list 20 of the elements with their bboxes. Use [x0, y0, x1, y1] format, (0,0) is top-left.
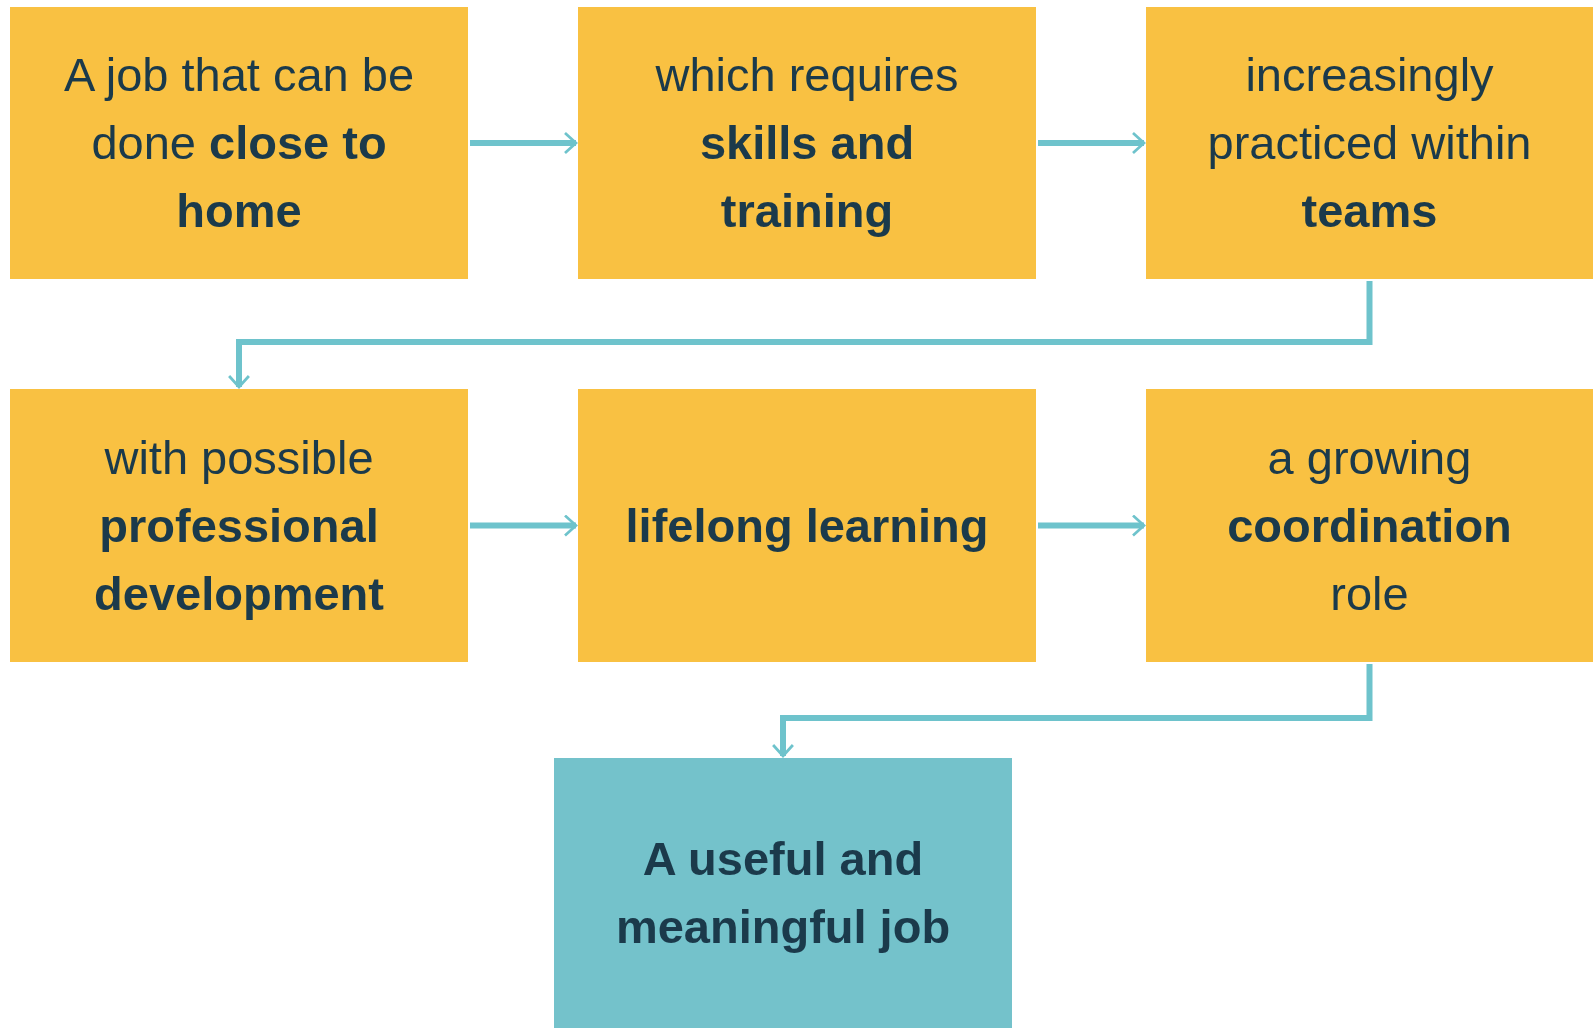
process-box	[578, 389, 1036, 662]
box-text: A job that can be done close to home	[62, 47, 416, 239]
arrow	[227, 281, 1373, 389]
process-box	[578, 7, 1036, 279]
arrow	[1038, 514, 1146, 537]
process-box	[10, 7, 468, 279]
box-text: with possible professional development	[93, 429, 385, 622]
arrow	[771, 664, 1373, 758]
process-box	[1146, 7, 1593, 279]
box-text: which requires skills and training	[654, 47, 960, 239]
arrow	[470, 514, 578, 537]
box-text: A useful and meaningful job	[614, 831, 952, 955]
arrow	[470, 131, 578, 155]
process-box	[1146, 389, 1593, 662]
process-box	[10, 389, 468, 662]
box-text: a growing coordination role	[1226, 429, 1513, 622]
arrow	[1038, 131, 1146, 155]
box-text: increasingly practiced within teams	[1206, 47, 1533, 239]
box-text: lifelong learning	[625, 497, 989, 554]
result-box	[554, 758, 1012, 1028]
